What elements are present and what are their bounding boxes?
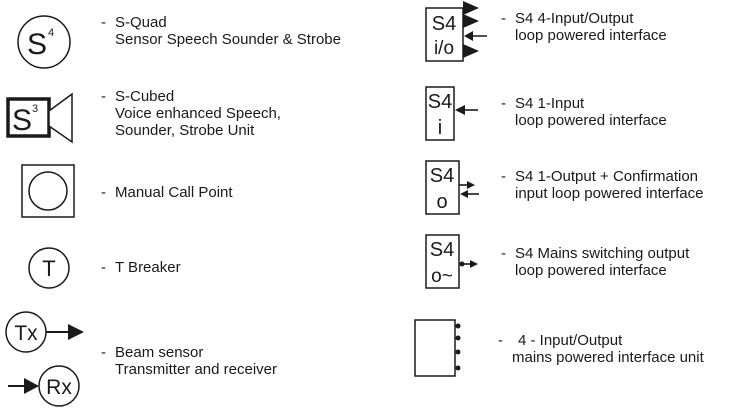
manual-call-point-symbol [21,164,75,218]
dash: - [501,245,506,262]
input-arrow-icon [460,190,468,198]
dash: - [101,184,106,201]
terminal-icon [455,323,461,329]
s4-mains-switching-symbol-bottom: o~ [431,266,453,287]
s4-input-description: loop powered interface [515,112,667,129]
dash: - [101,259,106,276]
s4-io-description: loop powered interface [515,27,667,44]
output-arrow-icon [467,181,475,189]
receiver-label: Rx [46,376,72,399]
s-cubed-symbol: S 3 [6,92,73,144]
dash: - [501,10,506,27]
s4-output-symbol-top: S4 [430,165,454,187]
s4-mains-switching-label: S4 Mains switching output [515,245,690,262]
input-arrow-icon [455,105,465,115]
terminal-icon [455,335,461,341]
speaker-horn-icon [48,92,73,144]
s4-io-symbol: S4 i/o [425,1,487,62]
s4-input-symbol-bottom: i [438,117,442,139]
transmitter-label: Tx [14,322,38,345]
dash: - [101,88,106,105]
s4-io-label: S4 4-Input/Output [515,10,634,27]
output-arrow-icon [463,44,479,58]
s4-output-label: S4 1-Output + Confirmation [515,168,699,185]
output-arrow-icon [463,1,479,15]
mains-io-unit-label: 4 - Input/Output [518,332,623,349]
s4-input-symbol: S4 i [425,86,478,141]
dash: - [101,14,106,31]
beam-sensor-label: Beam sensor [115,344,204,361]
transmitter-arrow-icon [68,324,84,340]
s4-mains-switching-symbol-top: S4 [430,239,454,261]
mains-io-unit-description: mains powered interface unit [512,349,704,366]
s4-mains-switching-description: loop powered interface [515,262,667,279]
s-cubed-description-line-1: Voice enhanced Speech, [115,105,281,122]
s-quad-symbol-letter: S [27,28,47,61]
s-cubed-symbol-letter: S [12,104,32,137]
s4-mains-switching-symbol: S4 o~ [425,234,478,289]
s4-io-symbol-bottom: i/o [434,38,454,59]
terminal-icon [455,365,461,371]
terminal-icon [455,349,461,355]
s-cubed-symbol-superscript: 3 [32,103,38,115]
s-quad-label: S-Quad [115,14,167,31]
dash: - [101,344,106,361]
s-cubed-description-line-2: Sounder, Strobe Unit [115,122,255,139]
beam-sensor-symbol: Tx Rx [5,311,84,407]
s-cubed-label: S-Cubed [115,88,175,105]
dash: - [501,95,506,112]
s4-io-symbol-top: S4 [432,13,456,35]
output-arrow-icon [470,260,478,268]
s4-output-description: input loop powered interface [515,185,704,202]
manual-call-point-label: Manual Call Point [115,184,233,201]
s4-input-label: S4 1-Input [515,95,585,112]
t-breaker-label: T Breaker [115,259,181,276]
dash: - [498,332,503,349]
t-breaker-symbol: T [28,247,70,289]
s4-output-symbol: S4 o [425,160,479,215]
s-quad-symbol: S 4 [17,15,71,69]
s-quad-symbol-superscript: 4 [48,27,54,39]
mains-io-unit-symbol [414,319,461,377]
beam-sensor-description: Transmitter and receiver [115,361,277,378]
s4-output-symbol-bottom: o [436,191,447,213]
s4-input-symbol-top: S4 [428,91,452,113]
t-breaker-symbol-letter: T [42,256,55,281]
input-arrow-icon [464,31,473,41]
s-quad-description: Sensor Speech Sounder & Strobe [115,31,341,48]
dash: - [501,168,506,185]
output-arrow-icon [463,14,479,28]
receiver-arrow-icon [24,378,39,394]
